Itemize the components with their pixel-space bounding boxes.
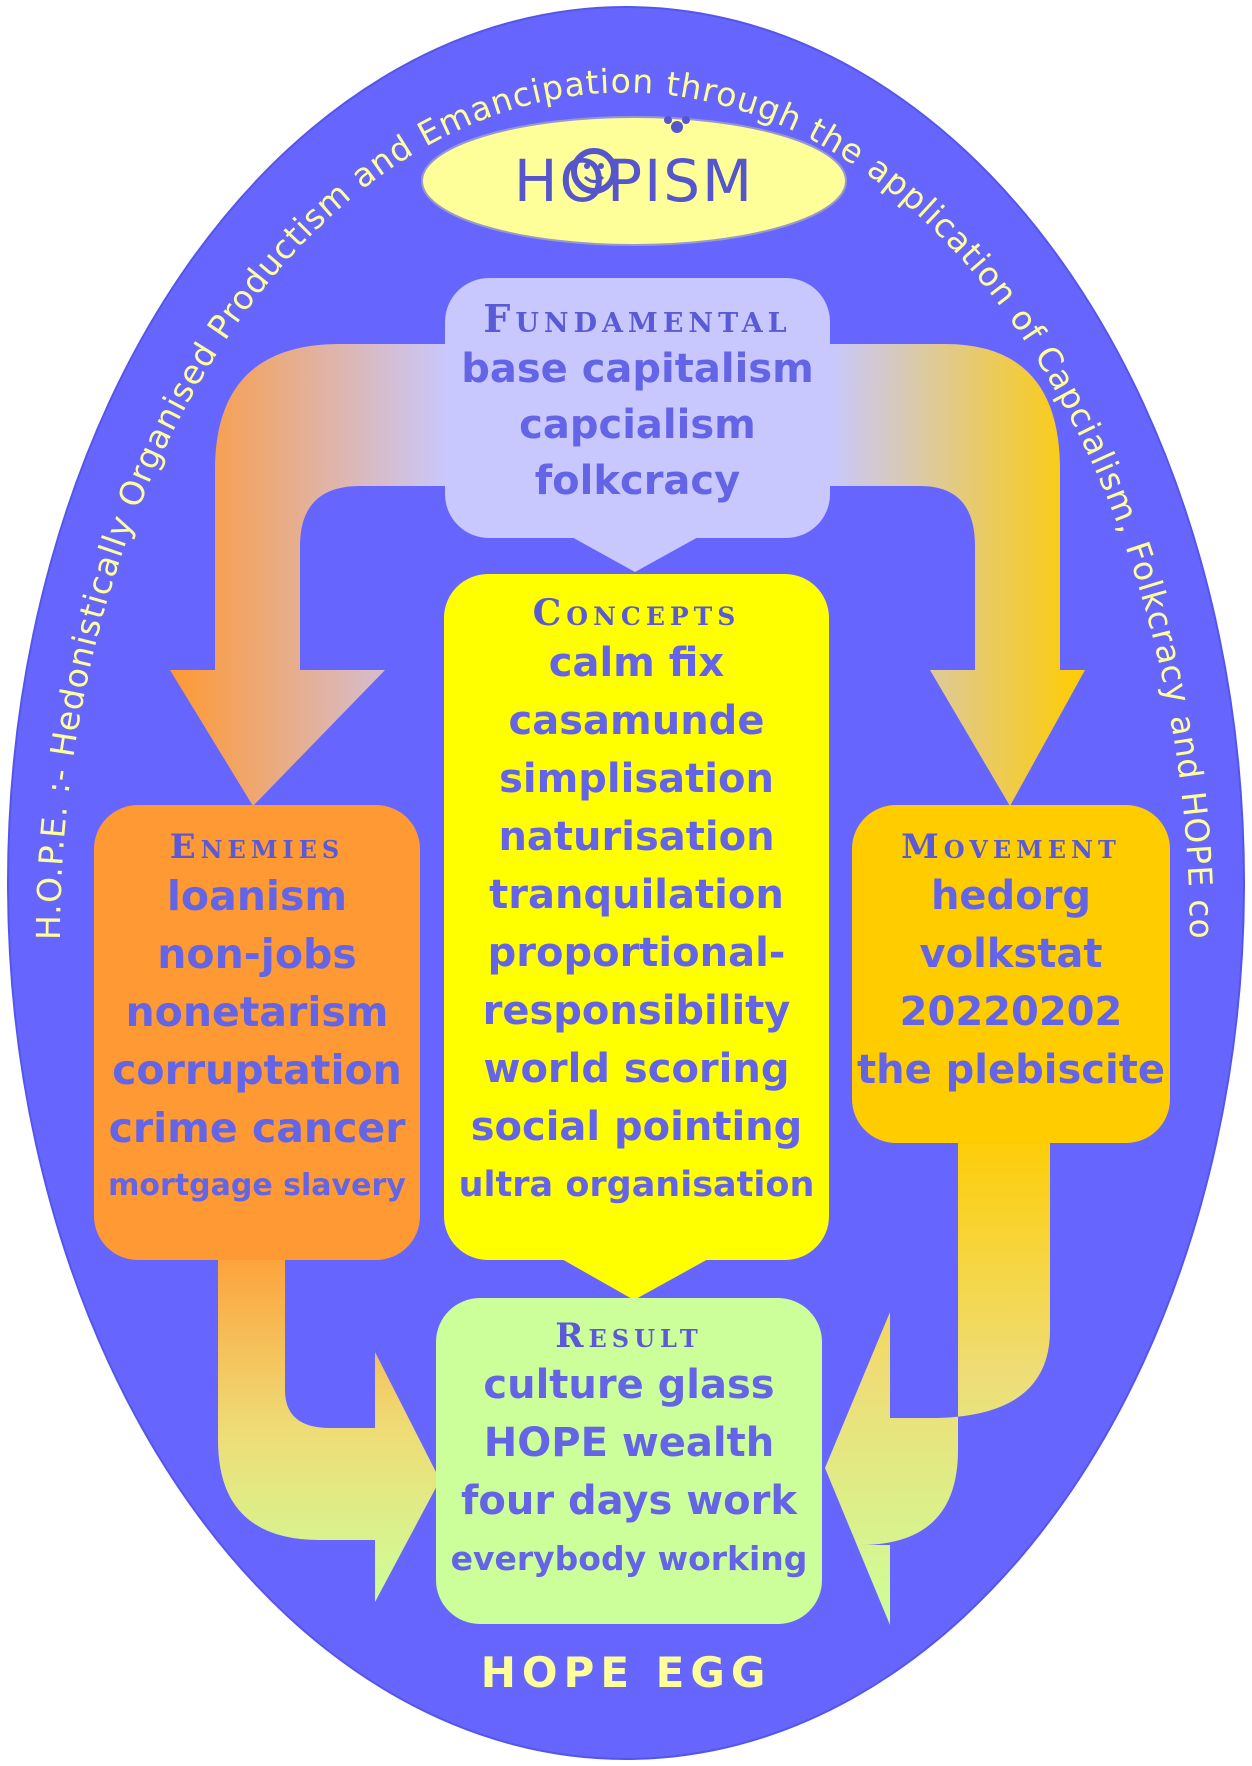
movement-item: volkstat — [919, 931, 1103, 977]
result-box: Result culture glass HOPE wealth four da… — [436, 1298, 822, 1624]
result-heading: Result — [555, 1316, 703, 1356]
concepts-item: world scoring — [483, 1046, 790, 1092]
movement-box: Movement hedorg volkstat 20220202 the pl… — [852, 805, 1170, 1143]
enemies-item: non-jobs — [157, 930, 357, 978]
smiley-mouth — [583, 175, 605, 183]
concepts-item: casamunde — [508, 698, 765, 744]
movement-item: 20220202 — [899, 989, 1123, 1035]
enemies-heading: Enemies — [169, 827, 345, 867]
title-dot-icon-small-2 — [682, 116, 690, 124]
result-item: four days work — [461, 1478, 797, 1524]
concepts-pointer — [560, 1258, 710, 1300]
page-title: HOPISM — [513, 147, 755, 215]
fundamental-item: base capitalism — [461, 346, 814, 392]
title-dot-icon — [671, 121, 683, 133]
concepts-item: simplisation — [499, 756, 774, 802]
enemies-item: loanism — [166, 872, 348, 920]
smiley-eye-left — [584, 163, 590, 169]
title-dot-icon-small — [664, 116, 672, 124]
arrow-fundamental-to-enemies — [170, 344, 450, 806]
fundamental-item: capcialism — [519, 402, 756, 448]
enemies-item: nonetarism — [125, 988, 389, 1036]
result-item: culture glass — [483, 1362, 775, 1408]
concepts-box: Concepts calm fix casamunde simplisation… — [444, 574, 829, 1260]
fundamental-item: folkcracy — [534, 458, 741, 504]
enemies-item: corruptation — [112, 1046, 402, 1094]
title-oval — [421, 116, 847, 246]
smiley-eye-right — [598, 163, 604, 169]
enemies-item: crime cancer — [108, 1104, 406, 1152]
enemies-box: Enemies loanism non-jobs nonetarism corr… — [94, 805, 420, 1260]
enemies-item: mortgage slavery — [108, 1168, 406, 1203]
concepts-item: ultra organisation — [458, 1165, 815, 1205]
concepts-heading: Concepts — [532, 592, 741, 634]
fundamental-pointer — [570, 536, 700, 572]
arrow-movement-to-result — [825, 1125, 1050, 1625]
movement-item: hedorg — [930, 873, 1092, 919]
arrow-fundamental-to-movement — [830, 344, 1085, 806]
result-item: everybody working — [450, 1539, 808, 1578]
concepts-item: responsibility — [482, 988, 791, 1034]
concepts-item: social pointing — [470, 1104, 803, 1150]
movement-heading: Movement — [901, 827, 1121, 867]
smiley-face-icon — [571, 148, 617, 194]
concepts-item: proportional- — [487, 930, 786, 976]
fundamental-heading: Fundamental — [483, 296, 792, 341]
concepts-item: naturisation — [498, 814, 775, 860]
movement-item: the plebiscite — [857, 1047, 1165, 1093]
concepts-item: calm fix — [548, 640, 725, 686]
result-item: HOPE wealth — [483, 1420, 775, 1466]
concepts-item: tranquilation — [489, 872, 784, 918]
footer-label: HOPE EGG — [480, 1648, 772, 1697]
fundamental-box: Fundamental base capitalism capcialism f… — [445, 278, 830, 538]
arrow-enemies-to-result — [218, 1228, 440, 1602]
